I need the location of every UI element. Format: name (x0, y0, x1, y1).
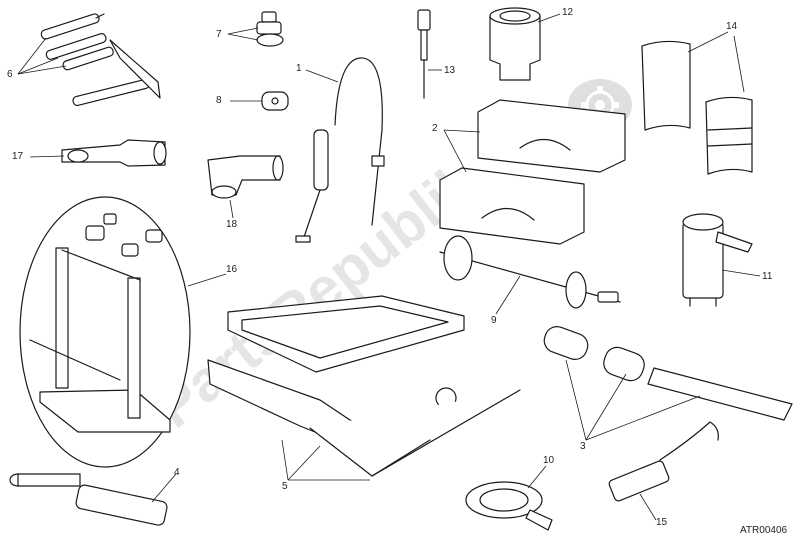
callout-11: 11 (762, 271, 773, 282)
part-17-wrench (61, 139, 167, 167)
callout-1: 1 (296, 63, 302, 74)
leader-lines (17, 13, 761, 521)
part-5-lift-stand (207, 295, 521, 477)
callout-16: 16 (226, 264, 238, 275)
part-10-ring-nut (465, 481, 553, 531)
part-18-elbow (207, 155, 284, 199)
part-11-cylinder-tool (682, 213, 753, 307)
callout-8: 8 (216, 95, 222, 106)
part-6-pins-frame (40, 13, 161, 107)
callout-5: 5 (282, 481, 288, 492)
part-13-spindle (417, 9, 431, 99)
part-16-stand (19, 196, 191, 468)
part-12-socket (489, 7, 541, 81)
reference-code: ATR00406 (740, 525, 788, 536)
part-14-half-shells (641, 40, 753, 175)
callout-7: 7 (216, 29, 222, 40)
callout-9: 9 (491, 315, 497, 326)
callout-17: 17 (12, 151, 24, 162)
callout-4: 4 (174, 467, 180, 478)
part-9-shaft (439, 235, 621, 309)
part-7-adapter (256, 11, 284, 47)
callout-15: 15 (656, 517, 668, 528)
part-8-bushing (261, 91, 289, 111)
part-4-drift (9, 473, 168, 526)
callout-10: 10 (543, 455, 555, 466)
callout-3: 3 (580, 441, 586, 452)
part-3-bushing-set (543, 326, 793, 421)
callout-12: 12 (562, 7, 574, 18)
part-15-probe (608, 421, 719, 502)
callout-2: 2 (432, 123, 438, 134)
callout-6: 6 (7, 69, 13, 80)
callout-18: 18 (226, 219, 238, 230)
callout-13: 13 (444, 65, 456, 76)
part-1-puller-rod (295, 57, 385, 243)
part-2-support-blocks (439, 99, 626, 245)
callout-14: 14 (726, 21, 738, 32)
